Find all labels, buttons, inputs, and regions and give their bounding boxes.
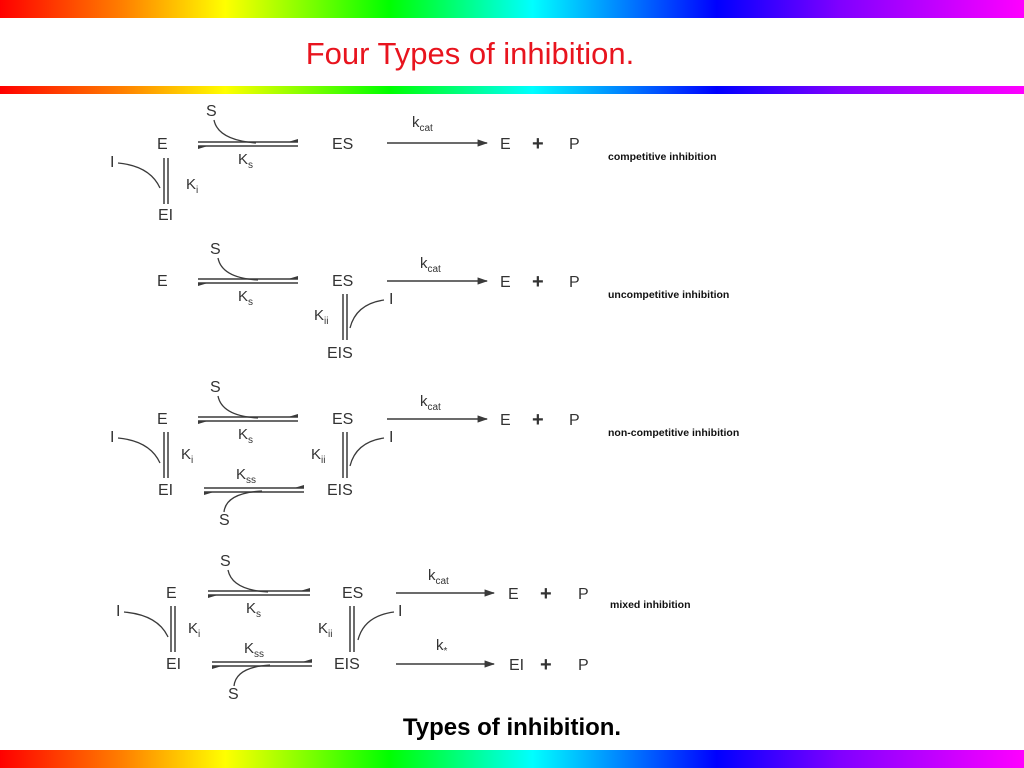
complex-EI: EI (509, 657, 524, 674)
enzyme-E: E (500, 412, 511, 429)
mixed-scheme: S E Ks ES kcat E + P mixed inhibition I … (116, 553, 691, 703)
plus-sign: + (540, 654, 552, 676)
rainbow-bar-bottom (0, 750, 1024, 768)
half-arrowhead (302, 659, 312, 662)
inhibitor-I: I (110, 154, 114, 171)
inhibitor-I: I (116, 603, 120, 620)
complex-EIS: EIS (327, 482, 353, 499)
half-arrowhead (208, 595, 218, 598)
constant-kcat: kcat (412, 114, 433, 134)
half-arrowhead (198, 146, 208, 149)
constant-Ks: Ks (246, 600, 261, 620)
enzyme-E: E (500, 274, 511, 291)
inhibitor-I: I (398, 603, 402, 620)
half-arrowhead (198, 283, 208, 286)
non-competitive-scheme: S E Ks ES kcat E + P non-competitive inh… (110, 379, 739, 529)
substrate-binding-curve (217, 257, 259, 281)
substrate-S: S (219, 512, 230, 529)
scheme-label-mixed: mixed inhibition (610, 599, 691, 611)
constant-Ks: Ks (238, 426, 253, 446)
enzyme-E: E (157, 411, 168, 428)
competitive-scheme: S E Ks ES kcat E + P competitive inhibit… (110, 103, 717, 224)
complex-EI: EI (158, 207, 173, 224)
scheme-label-non-competitive: non-competitive inhibition (608, 427, 739, 439)
inhibitor-binding-curve (117, 437, 161, 464)
rainbow-bar-top (0, 0, 1024, 18)
product-P: P (578, 586, 589, 603)
substrate-binding-curve (233, 664, 271, 687)
plus-sign: + (532, 409, 544, 431)
figure-caption: Types of inhibition. (402, 714, 622, 741)
complex-EIS: EIS (327, 345, 353, 362)
product-P: P (569, 136, 580, 153)
substrate-S: S (228, 686, 239, 703)
constant-Kii: Kii (318, 620, 332, 640)
inhibitor-I: I (389, 429, 393, 446)
half-arrowhead (288, 276, 298, 279)
constant-Kss: Kss (236, 466, 256, 486)
half-arrowhead (288, 139, 298, 142)
enzyme-E: E (166, 585, 177, 602)
substrate-binding-curve (223, 490, 263, 513)
constant-Kii: Kii (314, 307, 328, 327)
slide-title: Four Types of inhibition. (305, 36, 635, 71)
enzyme-E: E (508, 586, 519, 603)
substrate-S: S (206, 103, 217, 120)
complex-ES: ES (332, 273, 353, 290)
constant-Ks: Ks (238, 288, 253, 308)
constant-Ki: Ki (188, 620, 200, 640)
substrate-binding-curve (227, 569, 269, 593)
half-arrowhead (294, 485, 304, 488)
plus-sign: + (532, 271, 544, 293)
constant-Ks: Ks (238, 151, 253, 171)
inhibitor-binding-curve (357, 611, 395, 641)
product-P: P (569, 274, 580, 291)
inhibitor-I: I (110, 429, 114, 446)
scheme-label-uncompetitive: uncompetitive inhibition (608, 289, 729, 301)
scheme-label-competitive: competitive inhibition (608, 151, 717, 163)
enzyme-E: E (500, 136, 511, 153)
rainbow-bar-title-divider (0, 86, 1024, 94)
constant-Kss: Kss (244, 640, 264, 660)
enzyme-E: E (157, 136, 168, 153)
inhibitor-binding-curve (349, 437, 385, 467)
constant-kcat: kcat (420, 393, 441, 413)
product-P: P (578, 657, 589, 674)
constant-kcat: kcat (428, 567, 449, 587)
constant-Kii: Kii (311, 446, 325, 466)
constant-k-star: k* (436, 637, 448, 657)
complex-EIS: EIS (334, 656, 360, 673)
constant-Ki: Ki (186, 176, 198, 196)
complex-ES: ES (342, 585, 363, 602)
inhibitor-binding-curve (349, 299, 385, 329)
half-arrowhead (204, 492, 214, 495)
inhibitor-binding-curve (117, 162, 161, 189)
complex-EI: EI (166, 656, 181, 673)
complex-ES: ES (332, 136, 353, 153)
complex-ES: ES (332, 411, 353, 428)
substrate-S: S (220, 553, 231, 570)
constant-kcat: kcat (420, 255, 441, 275)
half-arrowhead (300, 588, 310, 591)
plus-sign: + (540, 583, 552, 605)
substrate-S: S (210, 379, 221, 396)
complex-EI: EI (158, 482, 173, 499)
product-P: P (569, 412, 580, 429)
plus-sign: + (532, 133, 544, 155)
inhibitor-I: I (389, 291, 393, 308)
half-arrowhead (212, 666, 222, 669)
half-arrowhead (198, 421, 208, 424)
substrate-binding-curve (213, 119, 257, 144)
half-arrowhead (288, 414, 298, 417)
constant-Ki: Ki (181, 446, 193, 466)
substrate-binding-curve (217, 395, 259, 419)
inhibitor-binding-curve (123, 611, 169, 638)
substrate-S: S (210, 241, 221, 258)
enzyme-E: E (157, 273, 168, 290)
uncompetitive-scheme: S E Ks ES kcat E + P uncompetitive inhib… (157, 241, 729, 362)
